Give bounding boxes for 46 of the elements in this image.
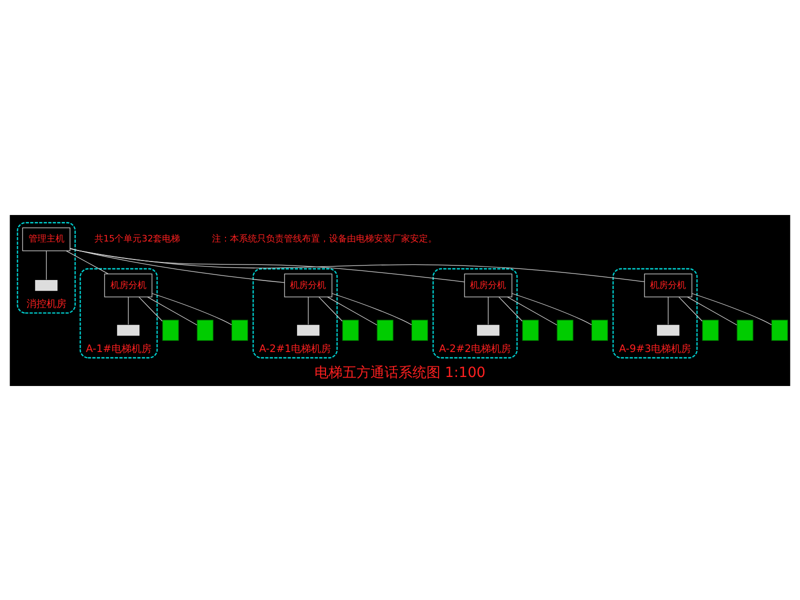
node-box [591,319,608,340]
connector [512,292,592,325]
connector [332,292,412,325]
connector [147,296,198,325]
node-box [196,319,214,340]
connector [308,296,309,324]
node-box: 管理主机 [22,227,70,251]
connector [70,248,465,282]
node-box: 机房分机 [104,273,152,297]
node-box [556,319,574,340]
connector [507,296,558,325]
node-box [296,324,320,336]
node-box [34,278,58,292]
node-box: 机房分机 [464,273,512,297]
connector [668,296,669,324]
node-box [476,324,500,336]
connector [152,292,232,325]
connector [327,296,378,325]
connector [138,296,163,321]
node-box [116,324,140,336]
node-box: 机房分机 [284,273,332,297]
connector [70,248,285,282]
node-box [736,319,754,340]
connector [498,296,523,321]
connector [128,296,129,324]
connector [70,248,645,282]
connector [46,250,47,280]
node-box [656,324,680,336]
label: 注：本系统只负责管线布置，设备由电梯安装厂家安定。 [212,234,437,244]
connector [66,250,108,274]
connector [678,296,703,321]
diagram-title: 电梯五方通话系统图 1:100 [314,364,486,380]
node-box [231,319,248,340]
connector [687,296,738,325]
node-box [411,319,428,340]
node-box [342,319,359,340]
connector [318,296,343,321]
node-box [702,319,719,340]
connector [692,292,772,325]
node-box [376,319,394,340]
node-box [162,319,179,340]
node-box [522,319,539,340]
node-box: 机房分机 [644,273,692,297]
connector [488,296,489,324]
node-box [771,319,788,340]
label: 共15个单元32套电梯 [94,234,180,244]
